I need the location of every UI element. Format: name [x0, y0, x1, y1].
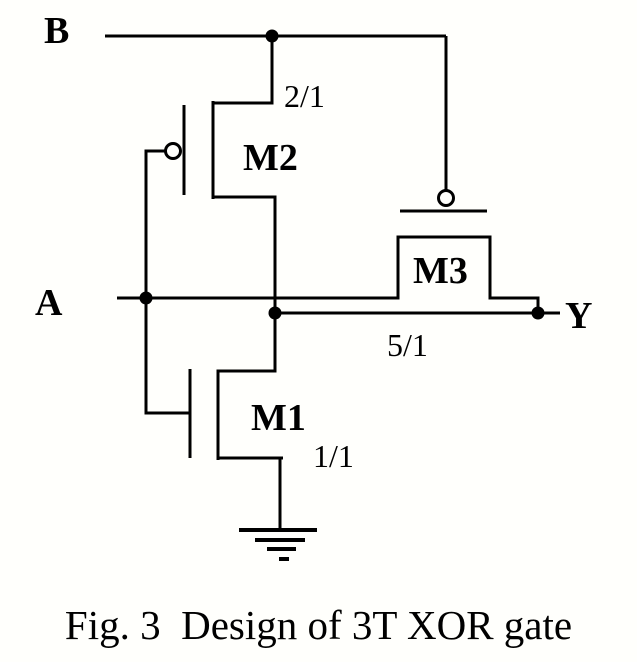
net-b: [105, 29, 448, 190]
transistor-m3: [396, 189, 540, 315]
m2-name-label: M2: [243, 137, 298, 179]
transistor-m2: [146, 101, 277, 199]
net-y: [268, 306, 560, 320]
output-y-label: Y: [565, 295, 592, 337]
m2-ratio-label: 2/1: [284, 78, 325, 114]
m3-gate-inverter-bubble: [437, 189, 455, 207]
input-b-label: B: [44, 10, 69, 52]
figure-caption: Fig. 3 Design of 3T XOR gate: [64, 602, 573, 648]
net-a: [117, 149, 398, 415]
junction-dot-a-rail: [139, 291, 153, 305]
junction-dot-y-left: [268, 306, 282, 320]
input-a-label: A: [35, 282, 63, 324]
m1-name-label: M1: [251, 397, 306, 439]
m3-ratio-label: 5/1: [387, 327, 428, 363]
transistor-m1: [188, 369, 283, 531]
m2-gate-inverter-bubble: [164, 142, 182, 160]
ground-symbol: [239, 528, 317, 561]
m1-ratio-label: 1/1: [313, 438, 354, 474]
m3-name-label: M3: [413, 250, 468, 292]
junction-dot-y-right: [531, 306, 545, 320]
junction-dot-b-rail: [265, 29, 279, 43]
